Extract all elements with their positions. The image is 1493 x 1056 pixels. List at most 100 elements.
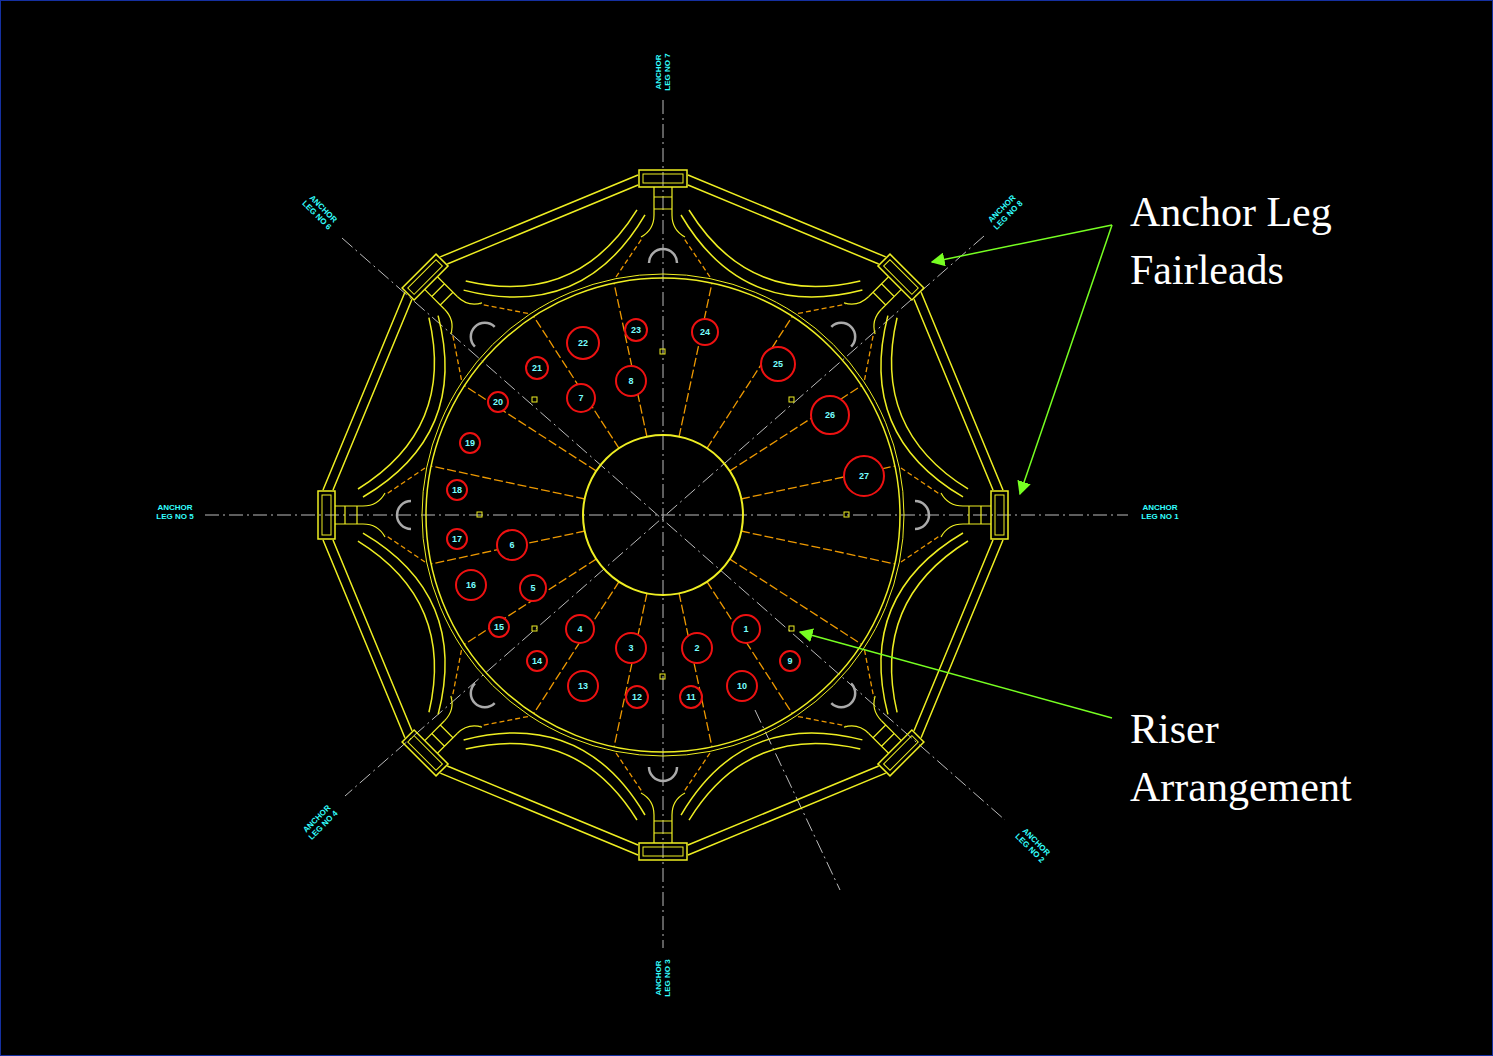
riser-number: 18 xyxy=(452,485,462,495)
riser-slot: 11 xyxy=(679,685,703,709)
callout-text: Riser Arrangement xyxy=(1130,700,1430,816)
riser-number: 13 xyxy=(578,681,588,691)
riser-outline xyxy=(626,686,648,708)
riser-number: 25 xyxy=(773,359,783,369)
riser-number: 16 xyxy=(466,580,476,590)
riser-slot: 20 xyxy=(487,391,509,413)
anchor-leg-text: ANCHOR LEG NO 5 xyxy=(152,502,198,522)
riser-number: 17 xyxy=(452,534,462,544)
riser-outline xyxy=(761,347,795,381)
anchor-leg-label: ANCHOR LEG NO 5 xyxy=(152,502,198,522)
riser-number: 27 xyxy=(859,471,869,481)
riser-number: 2 xyxy=(694,643,699,653)
anchor-leg-text: ANCHOR LEG NO 2 xyxy=(1010,822,1057,869)
riser-outline xyxy=(732,615,760,643)
riser-number: 5 xyxy=(530,583,535,593)
riser-slot: 3 xyxy=(615,632,647,664)
anchor-leg-label: ANCHOR LEG NO 4 xyxy=(297,799,344,846)
riser-outline xyxy=(520,575,546,601)
anchor-leg-text: ANCHOR LEG NO 1 xyxy=(1137,502,1183,522)
riser-number: 21 xyxy=(532,363,542,373)
riser-number: 8 xyxy=(628,376,633,386)
anchor-leg-label: ANCHOR LEG NO 1 xyxy=(1137,502,1183,522)
riser-outline xyxy=(527,651,547,671)
riser-number: 11 xyxy=(686,692,696,702)
riser-outline xyxy=(625,319,647,341)
riser-number: 10 xyxy=(737,681,747,691)
riser-outline xyxy=(526,357,548,379)
riser-slot: 7 xyxy=(566,383,596,413)
riser-slot: 21 xyxy=(525,356,549,380)
riser-number: 19 xyxy=(465,438,475,448)
riser-outline xyxy=(460,433,480,453)
riser-slot: 4 xyxy=(565,614,595,644)
riser-number: 23 xyxy=(631,325,641,335)
riser-slot: 10 xyxy=(726,670,758,702)
riser-number: 6 xyxy=(509,540,514,550)
anchor-leg-text: ANCHOR LEG NO 3 xyxy=(653,955,673,1001)
anchor-leg-label: ANCHOR LEG NO 8 xyxy=(982,189,1029,236)
riser-outline xyxy=(568,671,598,701)
callout-label: Anchor Leg Fairleads xyxy=(1130,183,1430,299)
riser-number: 26 xyxy=(825,410,835,420)
anchor-leg-label: ANCHOR LEG NO 2 xyxy=(1010,822,1057,869)
riser-number: 24 xyxy=(700,327,710,337)
riser-number: 20 xyxy=(493,397,503,407)
riser-slot: 16 xyxy=(455,569,487,601)
riser-slot: 17 xyxy=(446,528,468,550)
riser-slot: 12 xyxy=(625,685,649,709)
anchor-leg-text: ANCHOR LEG NO 7 xyxy=(653,49,673,95)
riser-number: 7 xyxy=(578,393,583,403)
riser-outline xyxy=(497,530,527,560)
anchor-leg-text: ANCHOR LEG NO 6 xyxy=(297,189,344,236)
riser-slot: 19 xyxy=(459,432,481,454)
riser-slot: 18 xyxy=(446,479,468,501)
riser-slot: 14 xyxy=(526,650,548,672)
riser-slot: 6 xyxy=(496,529,528,561)
riser-outline xyxy=(616,366,646,396)
riser-number: 9 xyxy=(787,656,792,666)
riser-outline xyxy=(811,396,849,434)
callout-text: Anchor Leg Fairleads xyxy=(1130,183,1430,299)
anchor-leg-label: ANCHOR LEG NO 7 xyxy=(653,49,673,95)
callout-label: Riser Arrangement xyxy=(1130,700,1430,816)
riser-outline xyxy=(447,529,467,549)
riser-slot: 8 xyxy=(615,365,647,397)
riser-number: 3 xyxy=(628,643,633,653)
riser-slot: 26 xyxy=(810,395,850,435)
anchor-leg-text: ANCHOR LEG NO 8 xyxy=(982,189,1029,236)
riser-outline xyxy=(488,392,508,412)
anchor-leg-text: ANCHOR LEG NO 4 xyxy=(297,799,344,846)
riser-slot: 24 xyxy=(691,318,719,346)
riser-number: 4 xyxy=(577,624,582,634)
riser-number: 15 xyxy=(494,622,504,632)
riser-slot: 27 xyxy=(843,455,885,497)
riser-slot: 5 xyxy=(519,574,547,602)
riser-outline xyxy=(680,686,702,708)
riser-outline xyxy=(456,570,486,600)
riser-outline xyxy=(780,651,800,671)
riser-slot: 25 xyxy=(760,346,796,382)
riser-slot: 9 xyxy=(779,650,801,672)
riser-number: 22 xyxy=(578,338,588,348)
riser-slot: 23 xyxy=(624,318,648,342)
riser-outline xyxy=(567,327,599,359)
riser-outline xyxy=(489,617,509,637)
riser-slot: 2 xyxy=(681,632,713,664)
riser-slot: 1 xyxy=(731,614,761,644)
riser-outline xyxy=(447,480,467,500)
anchor-leg-label: ANCHOR LEG NO 3 xyxy=(653,955,673,1001)
riser-number: 14 xyxy=(532,656,542,666)
riser-slot: 15 xyxy=(488,616,510,638)
riser-slot: 22 xyxy=(566,326,600,360)
riser-number: 12 xyxy=(632,692,642,702)
riser-outline xyxy=(682,633,712,663)
riser-outline xyxy=(616,633,646,663)
riser-outline xyxy=(692,319,718,345)
riser-outline xyxy=(727,671,757,701)
riser-outline xyxy=(566,615,594,643)
riser-outline xyxy=(844,456,884,496)
riser-number: 1 xyxy=(743,624,748,634)
